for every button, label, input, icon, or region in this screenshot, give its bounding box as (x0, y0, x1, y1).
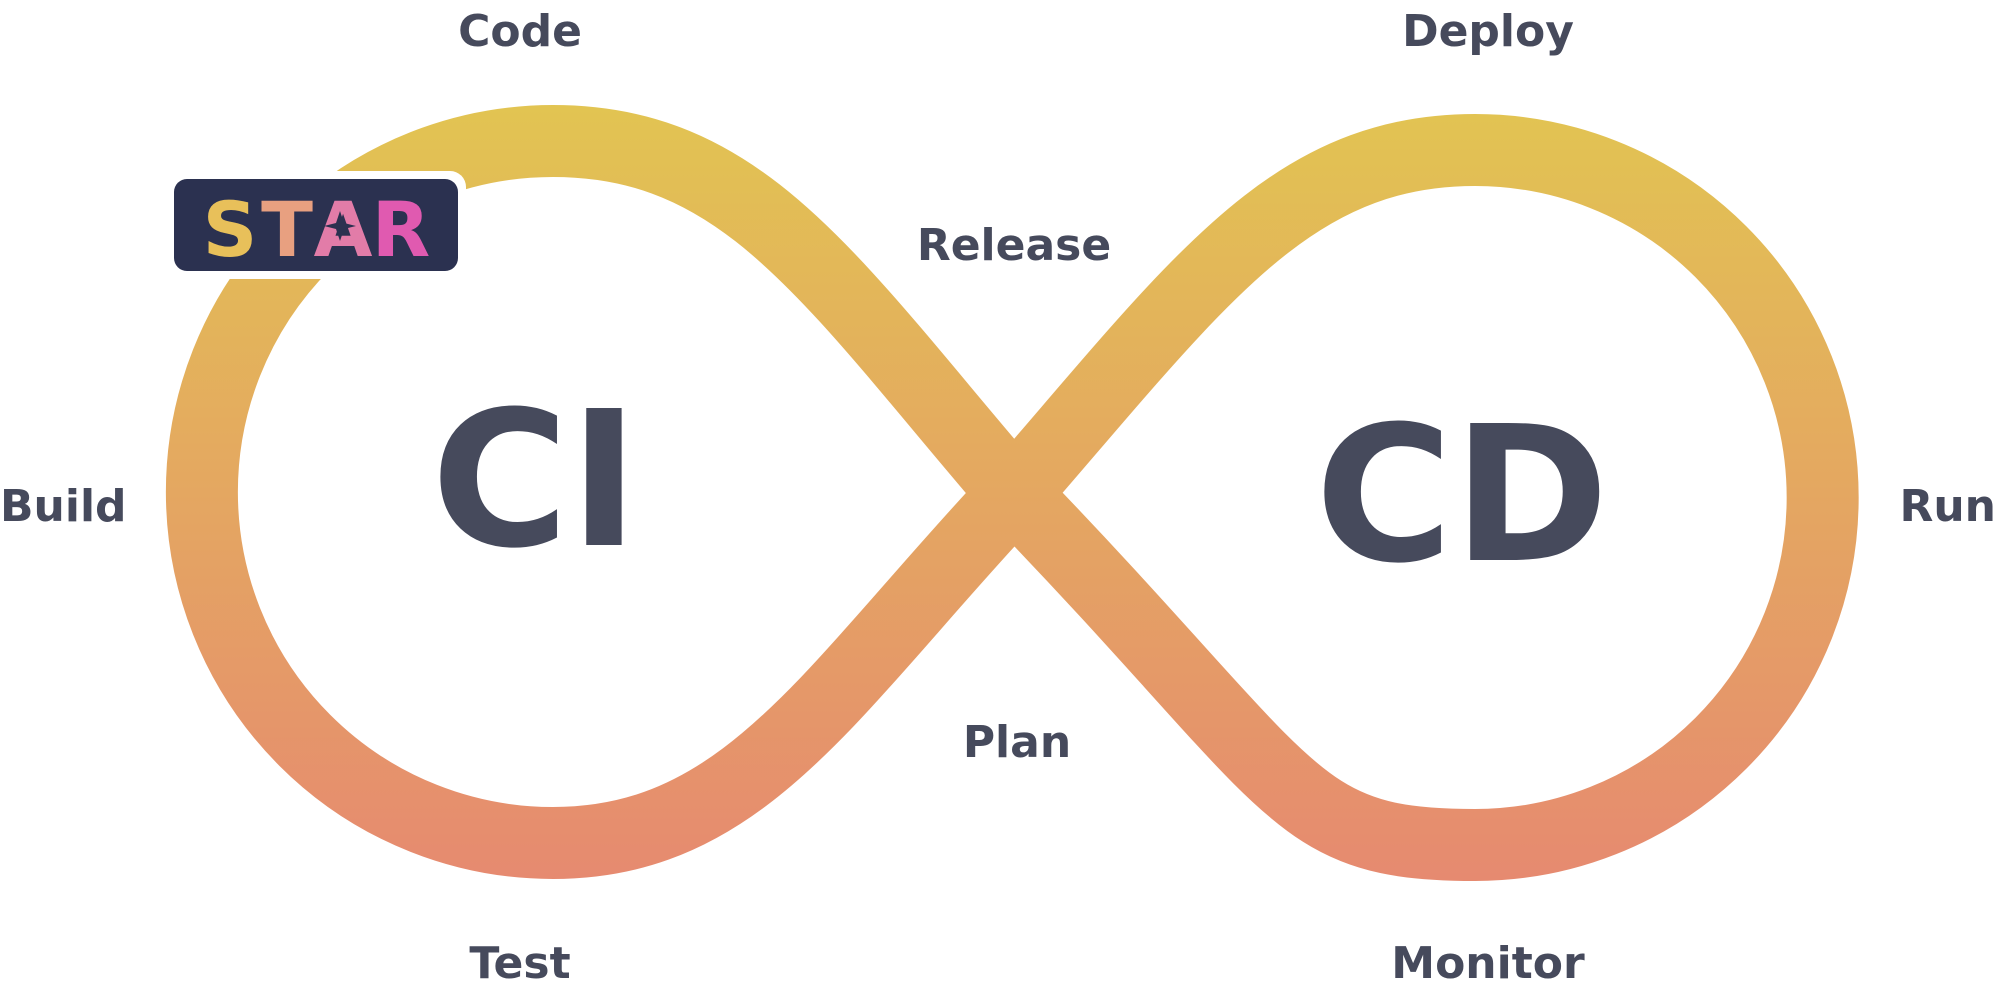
stage-label-monitor: Monitor (1391, 938, 1585, 989)
sparkle-icon (324, 211, 356, 241)
logo-letter-t: T (261, 185, 313, 274)
stage-label-deploy: Deploy (1402, 6, 1574, 57)
cd-label: CD (1315, 386, 1609, 605)
logo-letter-s: S (203, 185, 258, 274)
star-logo: S T A R (166, 171, 466, 279)
stage-label-build: Build (0, 481, 127, 532)
stage-label-code: Code (458, 6, 582, 57)
stage-label-test: Test (469, 938, 570, 989)
ci-label: CI (431, 371, 639, 590)
stage-label-run: Run (1899, 481, 1996, 532)
infinity-loop (166, 105, 1859, 881)
star-logo-background (174, 179, 458, 271)
stage-label-release: Release (917, 220, 1111, 271)
stage-label-plan: Plan (963, 717, 1071, 768)
logo-letter-r: R (372, 185, 431, 274)
